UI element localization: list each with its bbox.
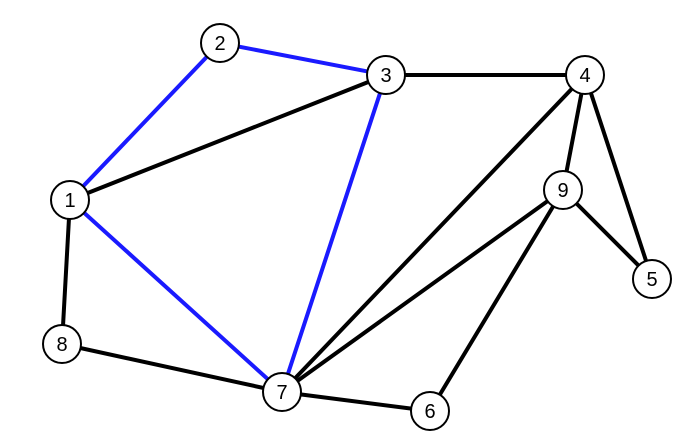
node-circle — [50, 180, 90, 220]
edge-1-3 — [68, 73, 388, 202]
node-1: 1 — [50, 180, 90, 220]
edge-9-6 — [428, 188, 565, 413]
node-label: 8 — [56, 334, 67, 356]
node-circle — [543, 170, 583, 210]
node-2: 2 — [200, 23, 240, 63]
edge-9-5 — [561, 188, 654, 281]
edge-1-7 — [68, 198, 284, 394]
edge-3-7 — [280, 73, 388, 394]
edge-9-7 — [280, 188, 565, 394]
node-label: 7 — [276, 382, 287, 404]
node-8: 8 — [42, 324, 82, 364]
node-label: 1 — [64, 190, 75, 212]
node-9: 9 — [543, 170, 583, 210]
node-3: 3 — [366, 55, 406, 95]
edges-layer — [60, 41, 654, 413]
node-label: 9 — [557, 180, 568, 202]
node-circle — [42, 324, 82, 364]
edge-1-8 — [60, 198, 72, 346]
node-label: 4 — [579, 65, 590, 87]
node-label: 6 — [424, 401, 435, 423]
node-circle — [565, 55, 605, 95]
node-5: 5 — [632, 259, 672, 299]
node-7: 7 — [262, 372, 302, 412]
edge-8-7 — [60, 342, 284, 394]
node-circle — [410, 391, 450, 431]
node-circle — [366, 55, 406, 95]
node-label: 5 — [646, 269, 657, 291]
edge-4-5 — [583, 73, 654, 281]
nodes-layer: 1 2 3 4 5 6 7 8 9 — [42, 23, 672, 431]
node-6: 6 — [410, 391, 450, 431]
node-4: 4 — [565, 55, 605, 95]
node-circle — [262, 372, 302, 412]
edge-7-6 — [280, 390, 432, 413]
node-circle — [200, 23, 240, 63]
node-label: 2 — [214, 33, 225, 55]
edge-4-7 — [280, 73, 587, 394]
node-circle — [632, 259, 672, 299]
edge-2-3 — [218, 41, 388, 77]
edge-1-2 — [68, 41, 222, 202]
node-label: 3 — [380, 65, 391, 87]
